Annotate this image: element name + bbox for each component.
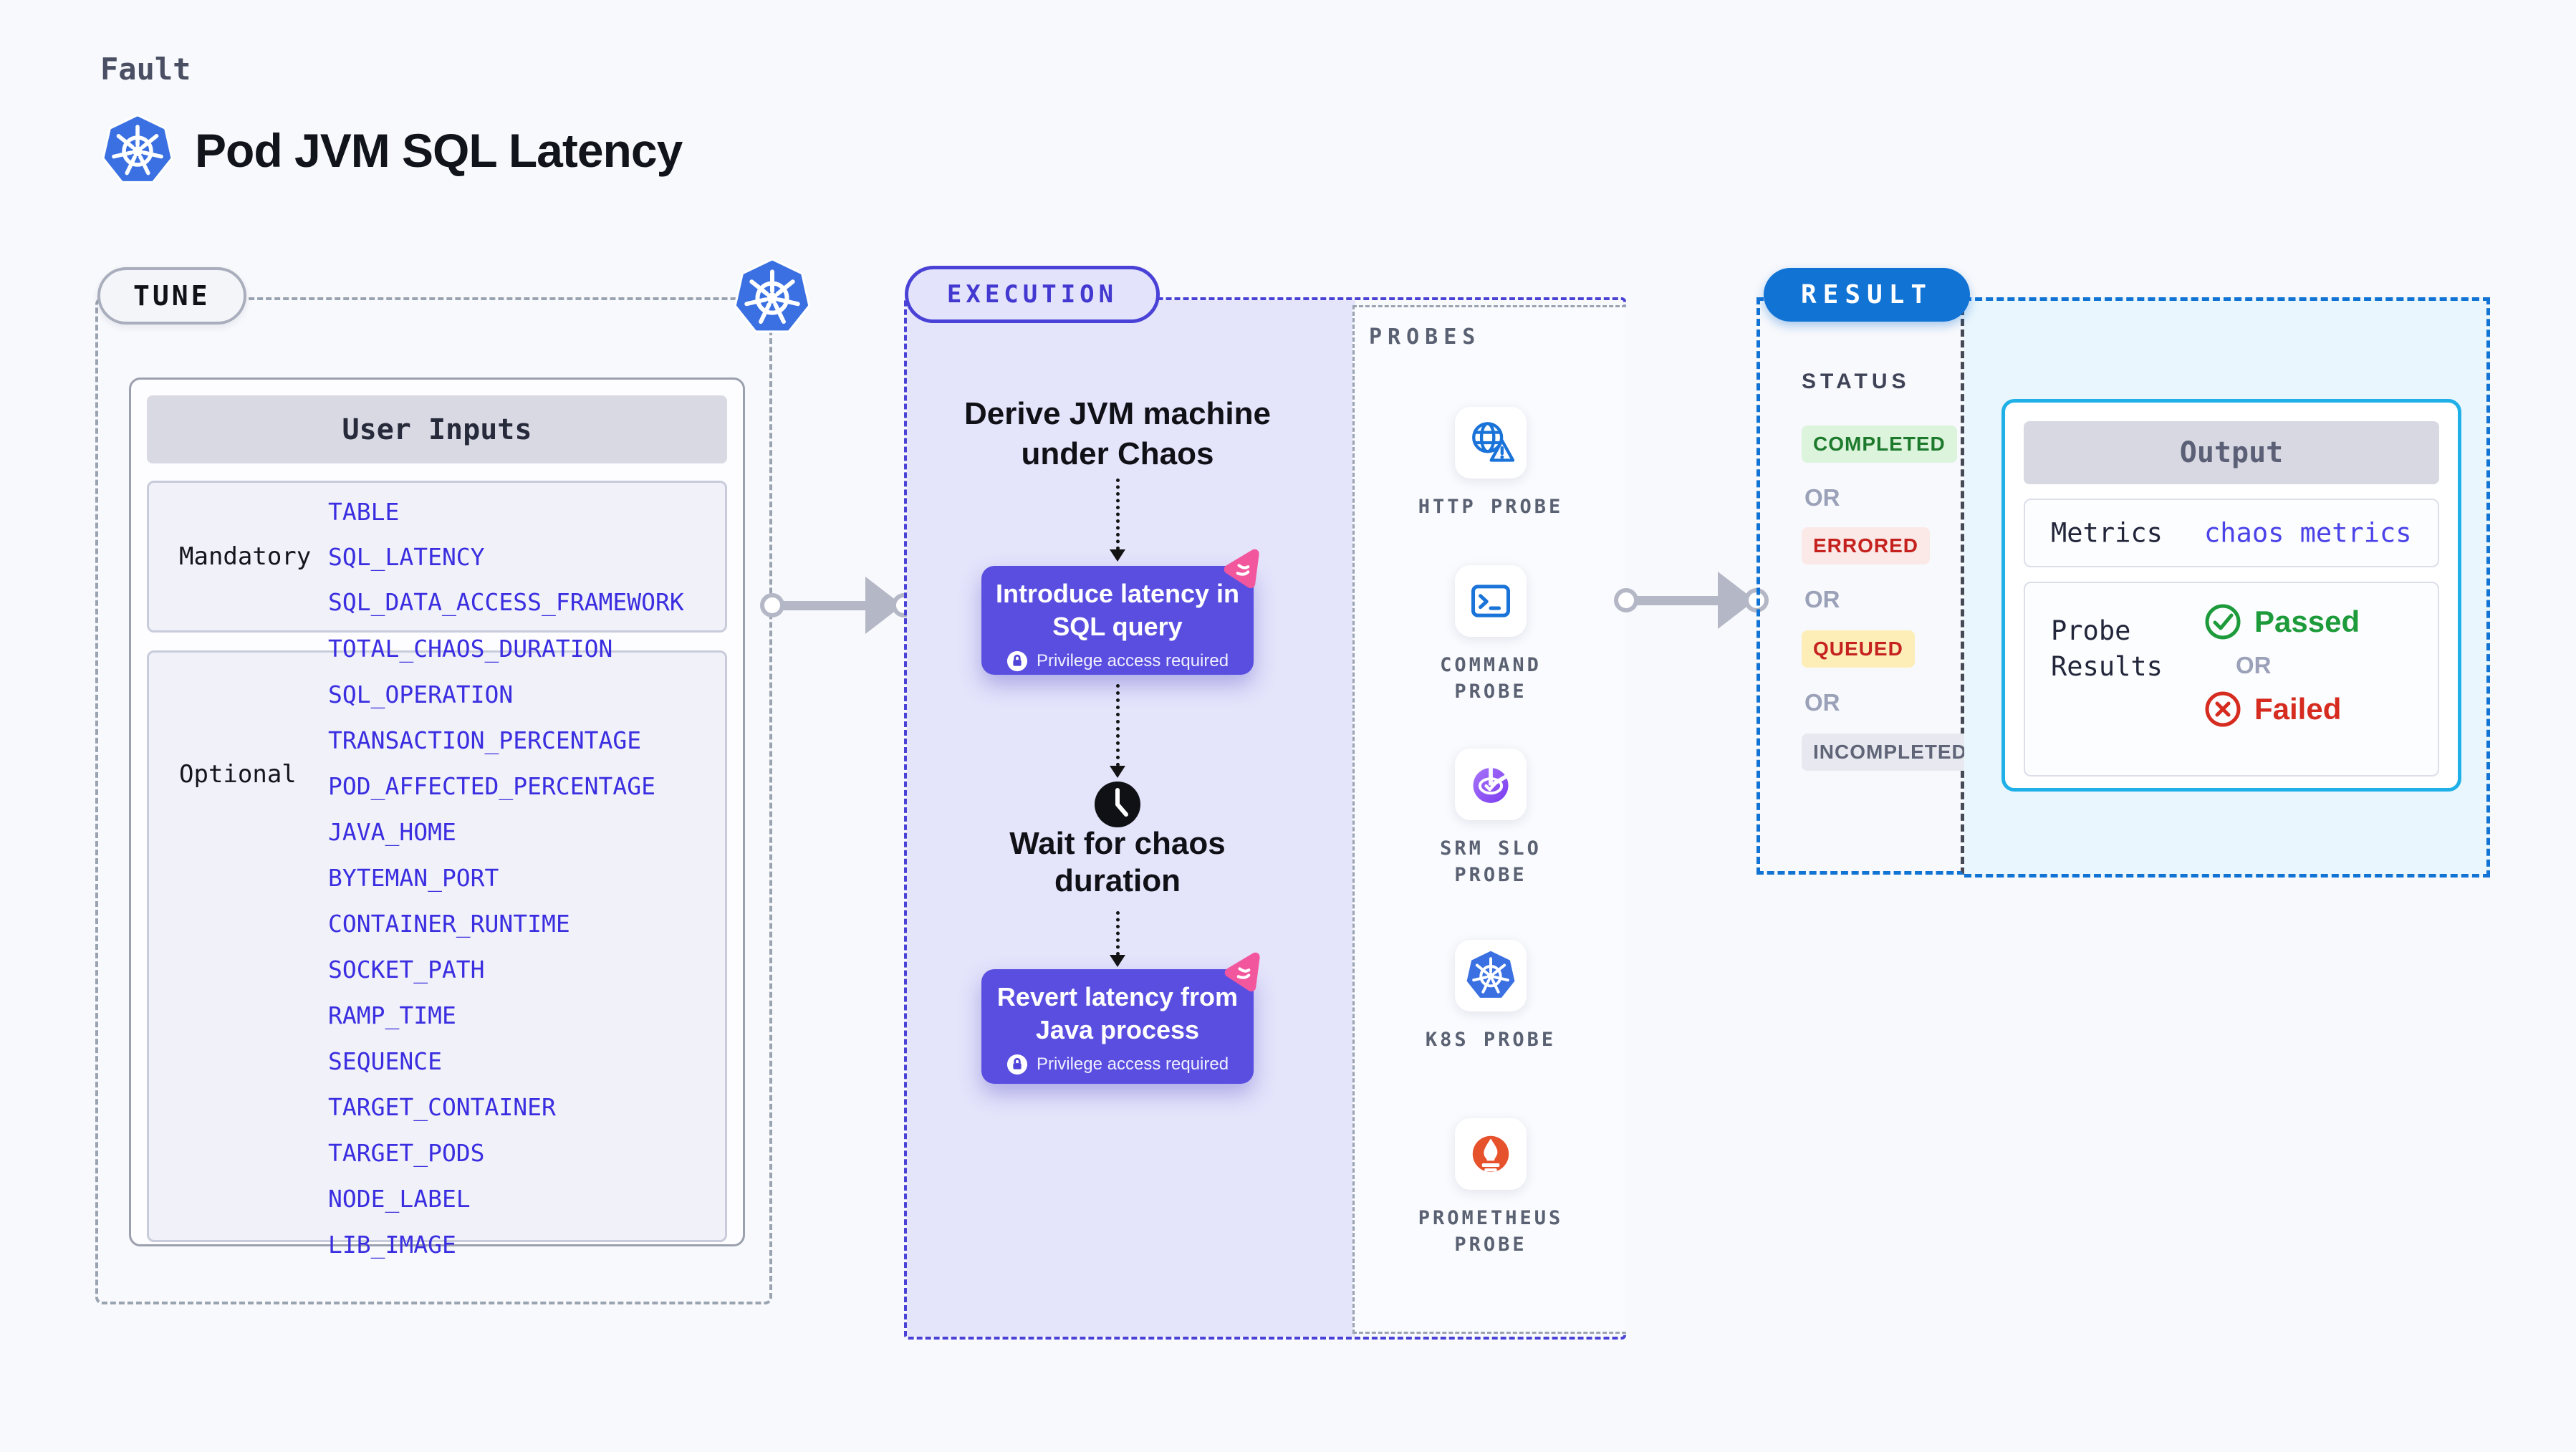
- output-card: Output Metrics chaos metrics Probe Resul…: [2001, 399, 2461, 792]
- tune-to-execution-arrow: [760, 577, 916, 634]
- metrics-row: Metrics chaos metrics: [2024, 499, 2439, 567]
- probe-label: PROMETHEUS PROBE: [1418, 1207, 1564, 1256]
- input-variable: TABLE: [328, 497, 400, 526]
- privilege-note: Privilege access required: [981, 650, 1254, 672]
- probe-results-label: Probe Results: [2051, 615, 2163, 682]
- or-separator: OR: [1804, 689, 1840, 716]
- status-panel: STATUS COMPLETED OR ERRORED OR QUEUED OR…: [1756, 297, 1979, 875]
- status-badge-completed: COMPLETED: [1802, 425, 1957, 463]
- optional-inputs-row: Optional TOTAL_CHAOS_DURATION SQL_OPERAT…: [147, 635, 727, 1259]
- tune-panel: [95, 297, 772, 1304]
- execution-badge: EXECUTION: [905, 266, 1160, 323]
- terminal-icon: [1471, 585, 1510, 617]
- input-variable: BYTEMAN_PORT: [328, 863, 499, 892]
- input-variable: SEQUENCE: [328, 1047, 442, 1075]
- step-title: Revert latency from Java process: [996, 982, 1239, 1044]
- input-variable: CONTAINER_RUNTIME: [328, 909, 570, 938]
- check-circle-icon: [2205, 604, 2241, 640]
- http-probe-card: [1455, 407, 1527, 479]
- page-header: Pod JVM SQL Latency: [102, 115, 683, 186]
- tune-badge: TUNE: [97, 267, 246, 324]
- execution-to-result-arrow: [1614, 572, 1769, 629]
- input-variable: TARGET_CONTAINER: [328, 1092, 556, 1121]
- passed-line: Passed: [2204, 603, 2360, 640]
- input-variable: NODE_LABEL: [328, 1184, 471, 1213]
- privilege-note: Privilege access required: [981, 1054, 1254, 1075]
- probe-label: COMMAND PROBE: [1440, 654, 1542, 703]
- status-badge-errored: ERRORED: [1802, 527, 1931, 564]
- probes-panel: PROBES HTTP PROBE COMMAND: [1352, 305, 1626, 1334]
- mandatory-label: Mandatory: [179, 542, 312, 571]
- step-title: Introduce latency in SQL query: [995, 579, 1240, 641]
- optional-values: TOTAL_CHAOS_DURATION SQL_OPERATION TRANS…: [328, 635, 725, 1259]
- command-probe-card: [1455, 565, 1527, 637]
- lock-icon: [1006, 1054, 1028, 1075]
- derive-step-text: Derive JVM machine under Chaos: [964, 396, 1271, 471]
- prometheus-flame-icon: [1472, 1135, 1509, 1173]
- optional-label: Optional: [179, 760, 297, 789]
- or-separator: OR: [1804, 484, 1840, 511]
- input-variable: RAMP_TIME: [328, 1001, 456, 1029]
- prometheus-probe-card: [1455, 1118, 1527, 1190]
- input-variable: LIB_IMAGE: [328, 1230, 456, 1259]
- probe-label: HTTP PROBE: [1418, 496, 1564, 518]
- input-variable: SQL_DATA_ACCESS_FRAMEWORK: [328, 587, 684, 616]
- input-variable: SOCKET_PATH: [328, 955, 485, 984]
- kubernetes-icon: [1465, 950, 1517, 1001]
- revert-latency-step: Revert latency from Java process Privile…: [981, 969, 1254, 1084]
- probe-results-values: Passed OR Failed: [2204, 603, 2360, 728]
- metrics-value: chaos metrics: [2204, 517, 2412, 549]
- input-variable: JAVA_HOME: [328, 817, 456, 846]
- fault-kind-label: Fault: [100, 52, 191, 87]
- input-variable: SQL_OPERATION: [328, 680, 514, 708]
- clock-icon: [1095, 782, 1140, 827]
- flow-arrow-down: [1110, 684, 1125, 778]
- inject-latency-step: Introduce latency in SQL query Privilege…: [981, 566, 1254, 675]
- kubernetes-icon: [102, 115, 173, 186]
- status-badge-incompleted: INCOMPLETED: [1802, 734, 1979, 771]
- failed-label: Failed: [2254, 692, 2342, 726]
- probe-label: K8S PROBE: [1425, 1029, 1557, 1051]
- chaos-icon: [1223, 951, 1264, 992]
- status-badge-queued: QUEUED: [1802, 630, 1915, 668]
- status-title: STATUS: [1802, 370, 1911, 393]
- probe-label: SRM SLO PROBE: [1440, 837, 1542, 886]
- mandatory-values: TABLE SQL_LATENCY SQL_DATA_ACCESS_FRAMEW…: [328, 483, 725, 630]
- page-title: Pod JVM SQL Latency: [195, 124, 683, 177]
- x-circle-icon: [2205, 691, 2241, 727]
- input-variable: TRANSACTION_PERCENTAGE: [328, 726, 642, 754]
- chaos-icon: [1222, 547, 1264, 589]
- user-inputs-header: User Inputs: [147, 395, 727, 463]
- flow-arrow-down: [1110, 479, 1125, 562]
- k8s-probe-card: [1455, 940, 1527, 1011]
- or-separator: OR: [2236, 652, 2272, 678]
- metrics-label: Metrics: [2051, 517, 2163, 549]
- output-header: Output: [2024, 421, 2439, 484]
- wait-step-text: Wait for chaos duration: [1009, 826, 1226, 898]
- or-separator: OR: [1804, 586, 1840, 612]
- slo-pie-check-icon: [1473, 766, 1509, 803]
- passed-label: Passed: [2254, 605, 2360, 638]
- input-variable: SQL_LATENCY: [328, 542, 485, 571]
- probes-title: PROBES: [1369, 324, 1481, 350]
- flow-arrow-down: [1110, 911, 1125, 967]
- result-output-panel: Output Metrics chaos metrics Probe Resul…: [1964, 297, 2490, 878]
- user-inputs-card: User Inputs Mandatory TABLE SQL_LATENCY …: [129, 378, 745, 1259]
- failed-line: Failed: [2204, 691, 2360, 728]
- lock-icon: [1006, 650, 1028, 672]
- mandatory-inputs-row: Mandatory TABLE SQL_LATENCY SQL_DATA_ACC…: [147, 481, 727, 633]
- kubernetes-icon: [734, 259, 811, 336]
- globe-alert-icon: [1472, 422, 1515, 462]
- srm-slo-probe-card: [1455, 749, 1527, 820]
- input-variable: TOTAL_CHAOS_DURATION: [328, 634, 613, 663]
- input-variable: TARGET_PODS: [328, 1138, 485, 1167]
- probe-results-row: Probe Results Passed OR: [2024, 582, 2439, 777]
- input-variable: POD_AFFECTED_PERCENTAGE: [328, 771, 655, 800]
- result-badge: RESULT: [1764, 268, 1971, 322]
